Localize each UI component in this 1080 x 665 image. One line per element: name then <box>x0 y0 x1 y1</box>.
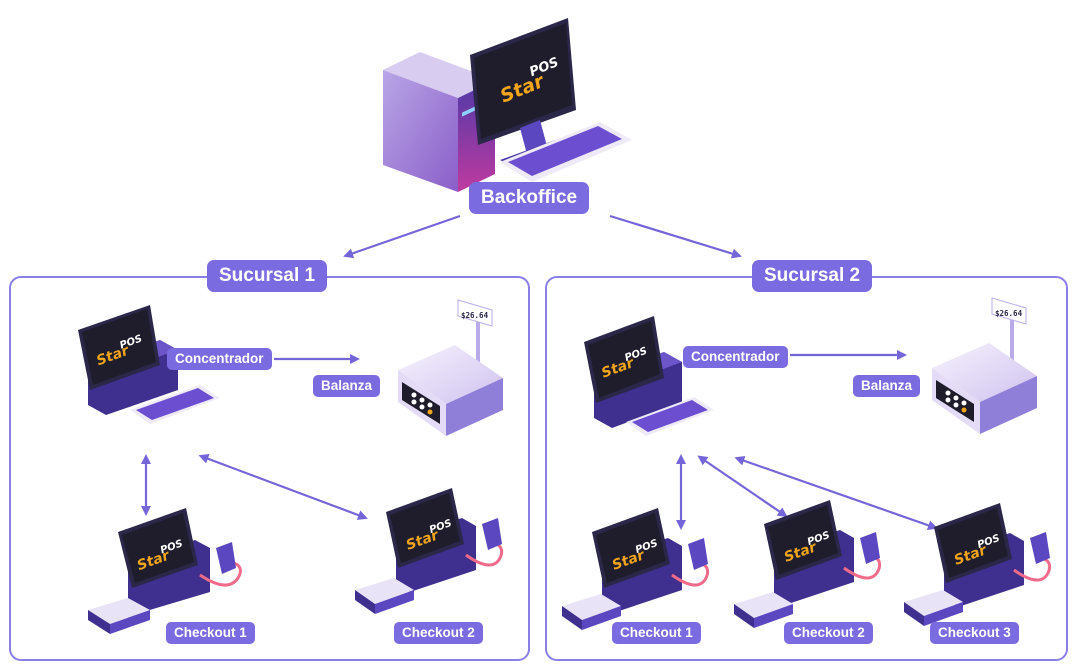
balanza-label-2: Balanza <box>853 375 921 397</box>
scale-price-display-1: $26.64 <box>461 311 489 320</box>
concentrador-computer-icon-2: Star POS <box>584 316 714 436</box>
checkout-1-label-s1: Checkout 1 <box>166 622 255 644</box>
checkout-2-label-s2: Checkout 2 <box>784 622 873 644</box>
arrow-backoffice-to-sucursal-1 <box>343 214 461 259</box>
sucursal-2-title: Sucursal 2 <box>752 260 873 292</box>
balanza-scale-icon-2: $26.64 <box>932 297 1037 434</box>
arrow-concentrador-checkout-3-s2 <box>734 455 938 531</box>
concentrador-computer-icon-1: Star POS <box>78 305 220 424</box>
concentrador-label-1: Concentrador <box>167 348 272 370</box>
sucursal-1-title: Sucursal 1 <box>207 260 328 292</box>
balanza-label-1: Balanza <box>313 375 381 397</box>
arrow-concentrador-checkout-2-s2 <box>697 455 788 518</box>
checkout-2-label-s1: Checkout 2 <box>394 622 483 644</box>
arrow-concentrador-checkout-2-s1 <box>198 454 368 520</box>
checkout-terminal-icon-3-s2: Star POS <box>904 503 1051 626</box>
balanza-scale-icon-1: $26.64 <box>398 299 503 436</box>
checkout-terminal-icon-2-s2: Star POS <box>734 500 881 628</box>
scale-price-display-2: $26.64 <box>995 309 1023 318</box>
arrow-backoffice-to-sucursal-2 <box>609 214 742 259</box>
concentrador-label-2: Concentrador <box>683 346 788 368</box>
checkout-1-label-s2: Checkout 1 <box>612 622 701 644</box>
checkout-terminal-icon-1-s2: Star POS <box>562 508 709 630</box>
checkout-terminal-icon-1-s1: Star POS <box>88 508 242 634</box>
checkout-terminal-icon-2-s1: Star POS <box>355 488 503 614</box>
backoffice-label: Backoffice <box>469 182 590 214</box>
backoffice-computer-icon: Star POS <box>383 18 632 192</box>
checkout-3-label-s2: Checkout 3 <box>930 622 1019 644</box>
